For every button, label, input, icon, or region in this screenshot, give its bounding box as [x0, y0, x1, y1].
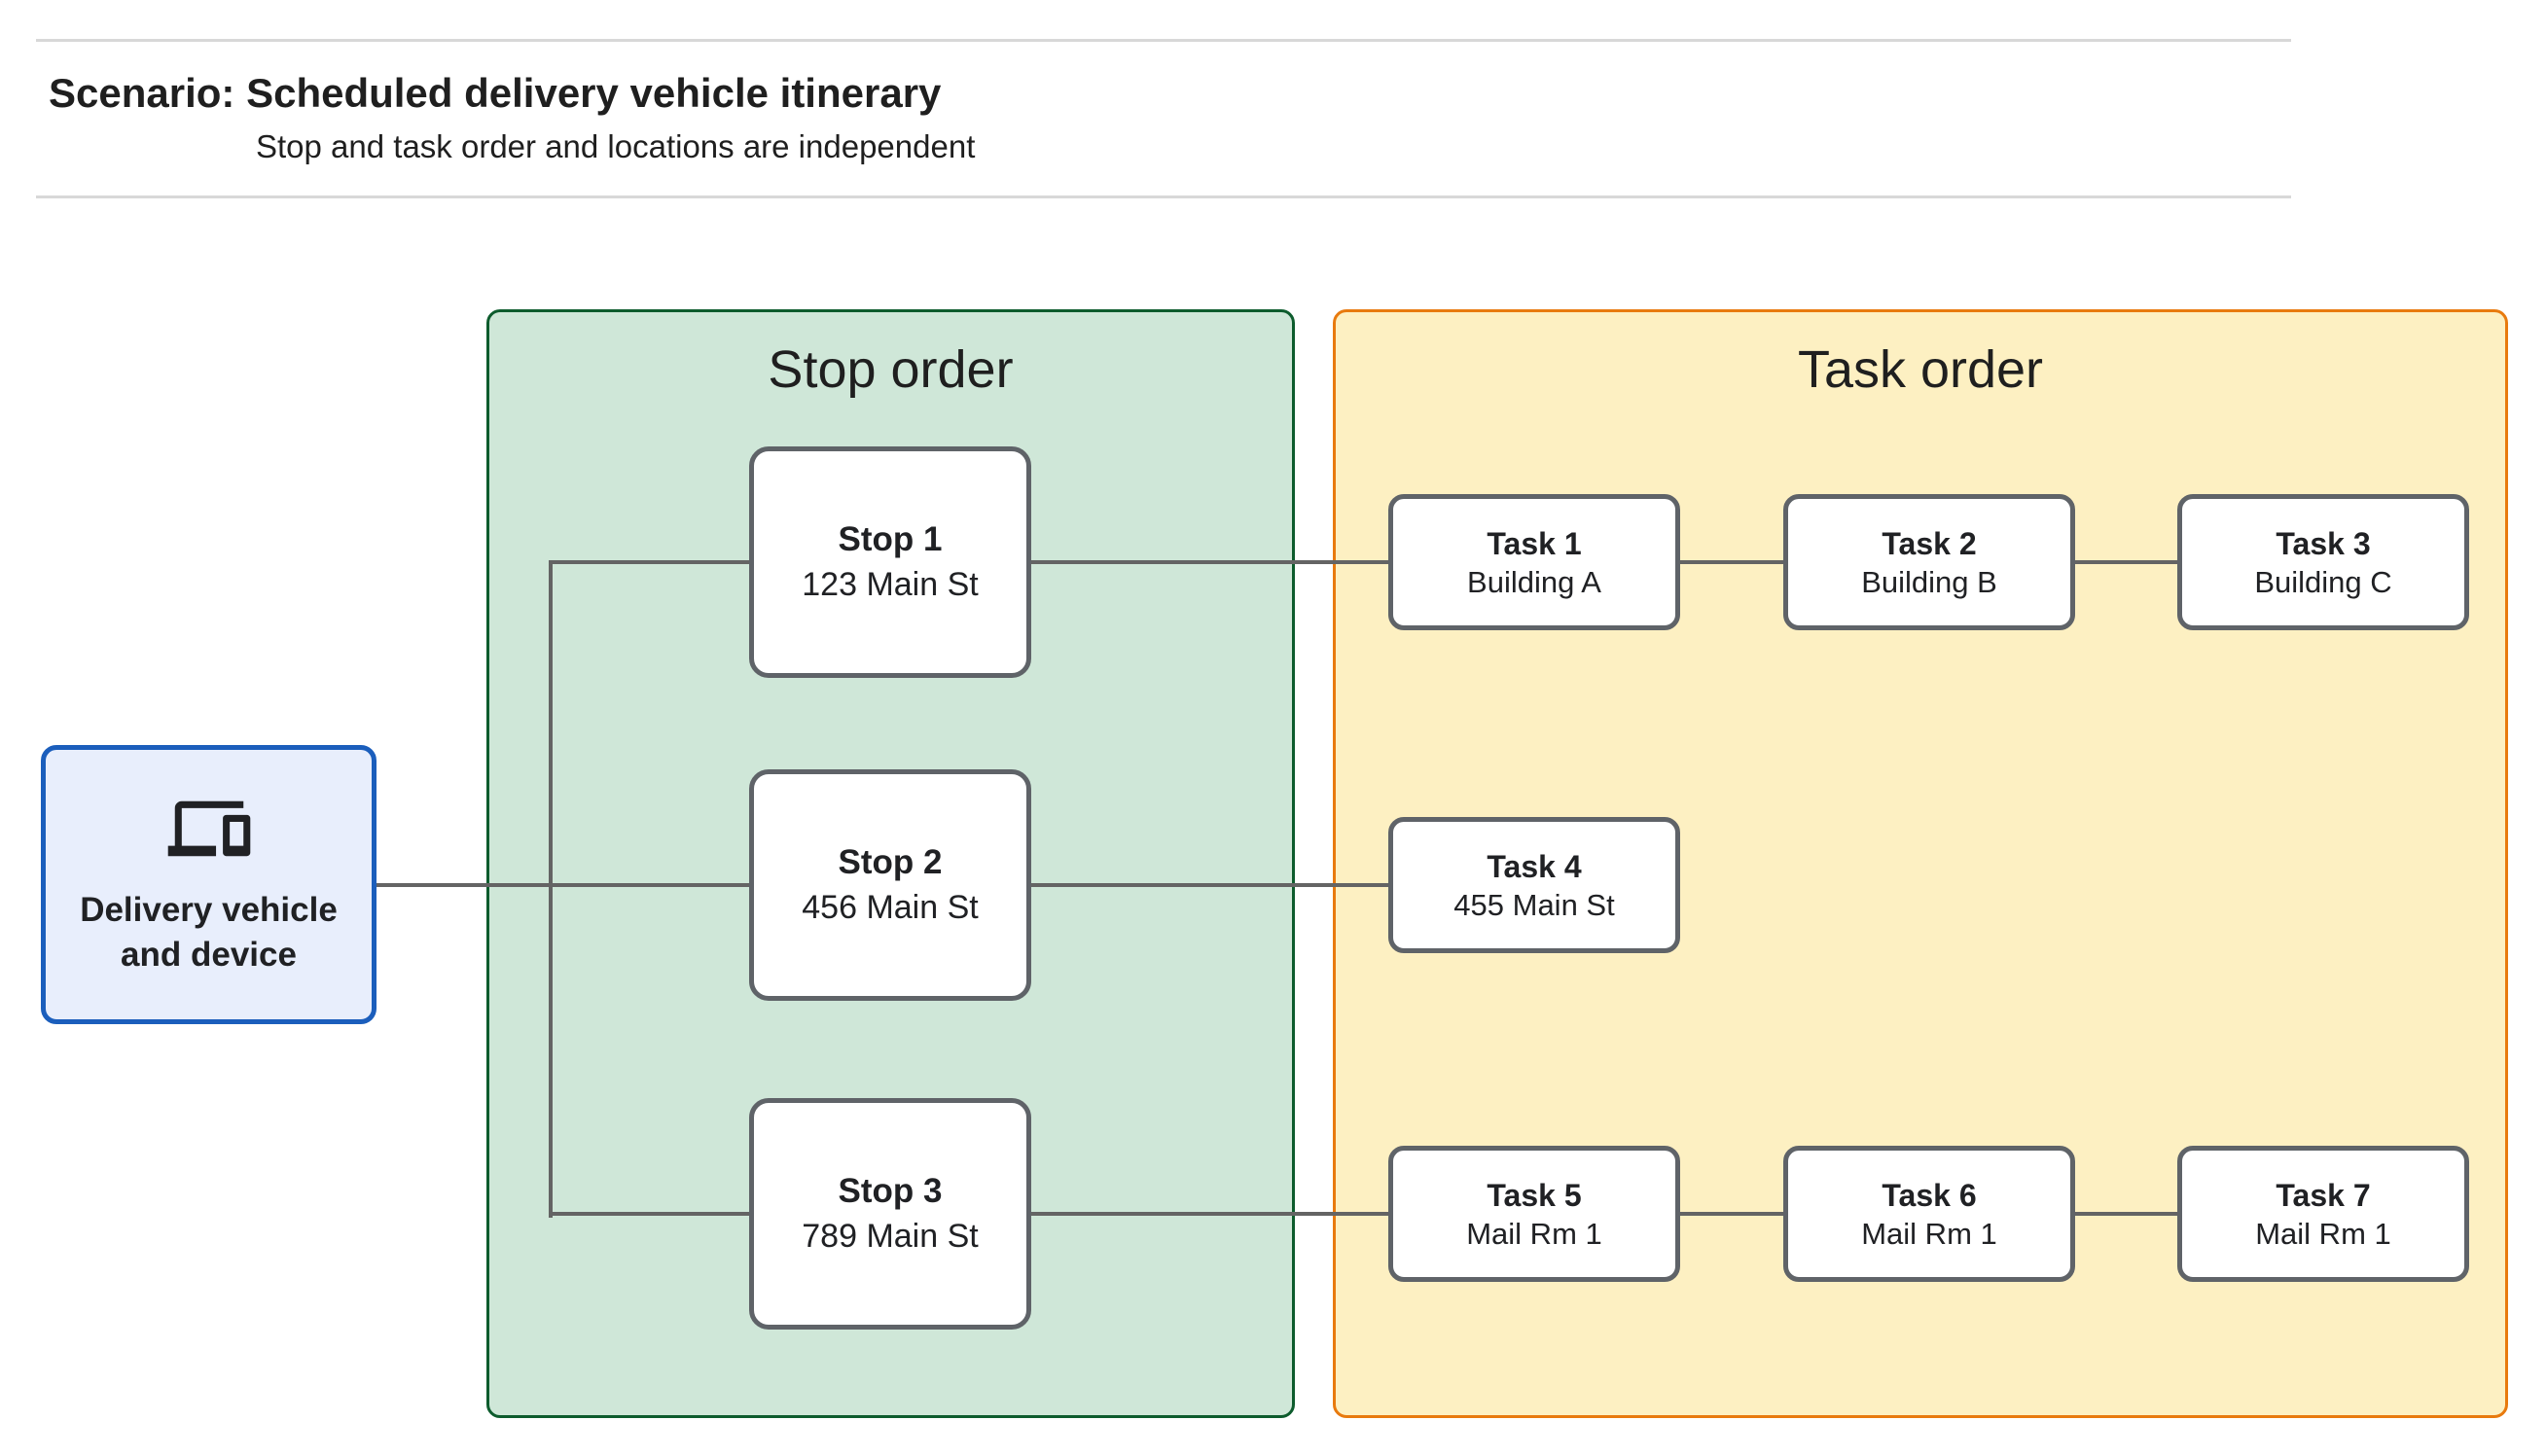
task-card-2: Task 2 Building B [1783, 494, 2075, 630]
task-card-5: Task 5 Mail Rm 1 [1388, 1146, 1680, 1282]
stop-address: 456 Main St [802, 889, 979, 926]
task-location: Building B [1861, 564, 1997, 599]
task-title: Task 4 [1487, 848, 1582, 884]
task-title: Task 6 [1882, 1177, 1977, 1213]
task-card-4: Task 4 455 Main St [1388, 817, 1680, 953]
stop-address: 123 Main St [802, 566, 979, 603]
task-title: Task 7 [2276, 1177, 2371, 1213]
connector-task5-task6 [1680, 1212, 1783, 1216]
task-location: Mail Rm 1 [1861, 1216, 1997, 1251]
connector-task6-task7 [2075, 1212, 2177, 1216]
task-card-7: Task 7 Mail Rm 1 [2177, 1146, 2469, 1282]
task-location: Building C [2254, 564, 2392, 599]
task-location: Building A [1467, 564, 1601, 599]
task-order-panel-title: Task order [1797, 340, 2044, 399]
connector-task2-task3 [2075, 560, 2177, 564]
stop-title: Stop 2 [838, 843, 943, 881]
connector-branch-stop1 [549, 560, 749, 564]
connector-task1-task2 [1680, 560, 1783, 564]
task-card-6: Task 6 Mail Rm 1 [1783, 1146, 2075, 1282]
connector-device-to-stops [377, 883, 749, 887]
task-location: Mail Rm 1 [1466, 1216, 1602, 1251]
task-title: Task 1 [1487, 525, 1582, 561]
task-card-3: Task 3 Building C [2177, 494, 2469, 630]
connector-trunk-vertical [549, 560, 553, 1218]
delivery-vehicle-label-line2: and device [121, 935, 297, 974]
connector-stop2-task4 [1031, 883, 1388, 887]
stop-card-2: Stop 2 456 Main St [749, 769, 1031, 1001]
header-divider-top [36, 39, 2291, 42]
task-title: Task 3 [2276, 525, 2371, 561]
task-location: 455 Main St [1453, 887, 1615, 922]
delivery-vehicle-label: Delivery vehicle and device [80, 888, 338, 977]
connector-stop1-task1 [1031, 560, 1388, 564]
task-title: Task 5 [1487, 1177, 1582, 1213]
stop-order-panel-title: Stop order [768, 340, 1014, 399]
stop-address: 789 Main St [802, 1218, 979, 1255]
connector-branch-stop3 [549, 1212, 749, 1216]
page-subtitle: Stop and task order and locations are in… [256, 128, 976, 164]
task-title: Task 2 [1882, 525, 1977, 561]
header-divider-bottom [36, 195, 2291, 198]
page-title: Scenario: Scheduled delivery vehicle iti… [49, 70, 942, 116]
delivery-vehicle-label-line1: Delivery vehicle [80, 890, 338, 929]
delivery-vehicle-card: Delivery vehicle and device [41, 745, 377, 1024]
stop-card-1: Stop 1 123 Main St [749, 446, 1031, 678]
connector-stop3-task5 [1031, 1212, 1388, 1216]
stop-card-3: Stop 3 789 Main St [749, 1098, 1031, 1330]
task-card-1: Task 1 Building A [1388, 494, 1680, 630]
stop-title: Stop 1 [838, 520, 943, 558]
stop-title: Stop 3 [838, 1172, 943, 1210]
task-location: Mail Rm 1 [2255, 1216, 2391, 1251]
devices-icon [167, 800, 250, 856]
